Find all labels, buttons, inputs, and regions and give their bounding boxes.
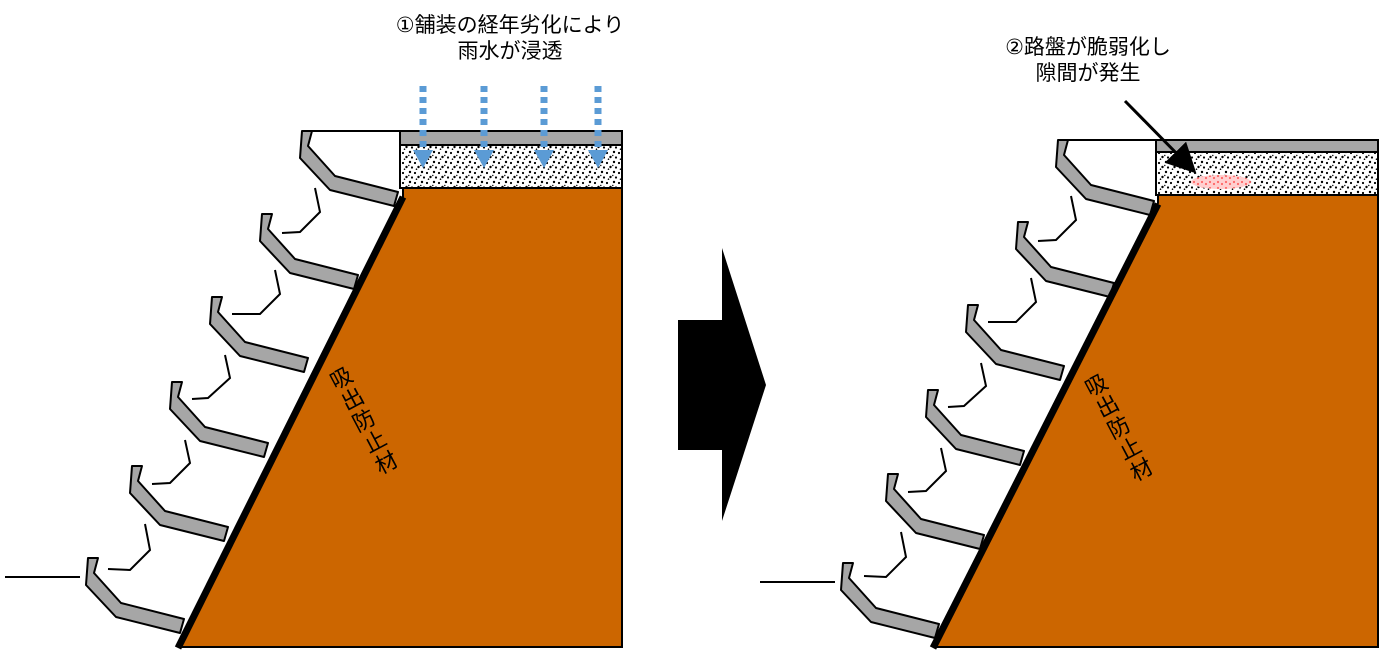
retaining-block: [129, 465, 229, 542]
retaining-block: [965, 304, 1065, 381]
retaining-block: [1055, 139, 1155, 216]
retaining-block: [1015, 221, 1115, 298]
retaining-blocks: [85, 130, 399, 634]
soil-body: [178, 187, 623, 648]
rainwater-arrow: [413, 86, 433, 168]
rainwater-arrow: [534, 86, 554, 168]
retaining-block: [85, 557, 185, 634]
retaining-block: [169, 381, 269, 458]
pointer-arrow: [1123, 99, 1197, 174]
base-course-layer: [1155, 151, 1379, 196]
retaining-block: [259, 213, 359, 290]
retaining-block: [885, 473, 985, 550]
crest-outline: [1064, 139, 1157, 195]
transition-arrow: [678, 248, 766, 521]
rainwater-arrows: [413, 86, 608, 168]
right-caption-line2: 隙間が発生: [1035, 61, 1141, 85]
retaining-block: [840, 562, 940, 639]
suction-prevention-material: [174, 195, 407, 650]
rainwater-arrow: [474, 86, 494, 168]
rainwater-arrow: [588, 86, 608, 168]
backfill-lines: [107, 187, 322, 572]
pavement-layer: [399, 130, 623, 146]
retaining-block: [209, 296, 309, 373]
retaining-block: [299, 130, 399, 207]
right-caption-line1: ②路盤が脆弱化し: [1005, 35, 1171, 59]
left-caption-line1: ①舗装の経年劣化により: [395, 13, 625, 37]
backfill-lines: [863, 195, 1078, 579]
left-panel: [5, 86, 623, 650]
void-gap: [1191, 175, 1251, 189]
base-course-layer: [399, 144, 623, 189]
right-caption: ②路盤が脆弱化し 隙間が発生: [968, 34, 1208, 86]
left-caption: ①舗装の経年劣化により 雨水が浸透: [345, 12, 675, 64]
crest-outline: [308, 130, 401, 188]
soil-body: [933, 194, 1379, 648]
left-caption-line2: 雨水が浸透: [457, 39, 563, 63]
pavement-layer: [1155, 139, 1379, 153]
right-panel: [760, 99, 1379, 650]
suction-prevention-material: [929, 202, 1162, 650]
retaining-block: [925, 389, 1025, 466]
retaining-blocks: [840, 139, 1155, 639]
